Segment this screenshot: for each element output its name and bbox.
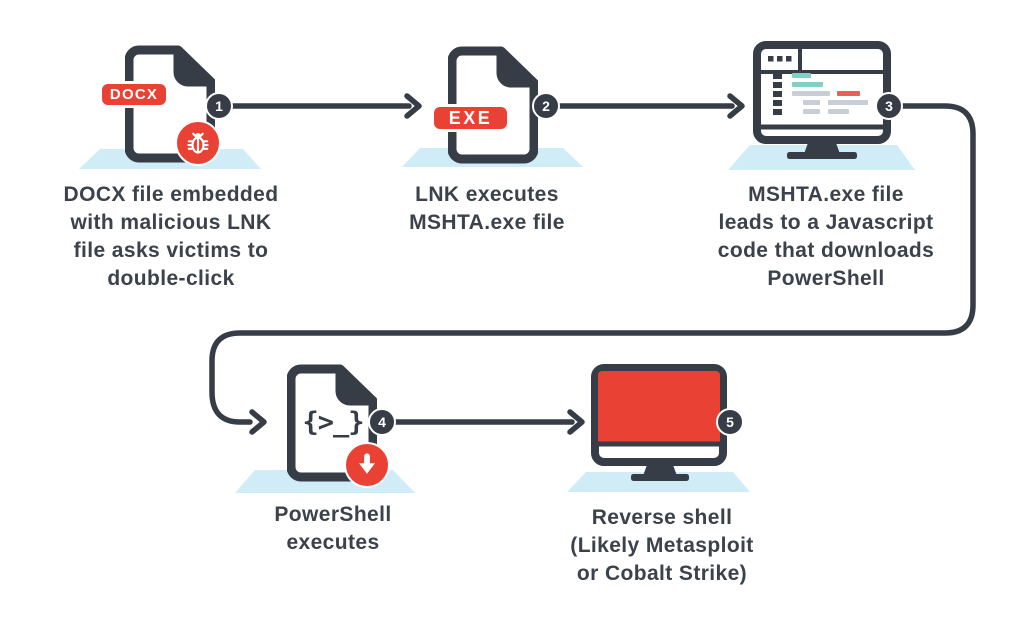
step-4-label: PowerShell executes [274, 503, 392, 554]
document-fold [496, 46, 538, 88]
step-1-number-badge: 1 [205, 92, 233, 120]
document-fold [173, 45, 215, 87]
code-line-bullets [773, 73, 782, 115]
arrowhead-3-4 [249, 409, 267, 435]
step-2-label: LNK executes MSHTA.exe file [409, 183, 565, 234]
shell-prompt-glyph: {>_} [302, 407, 364, 438]
shadow-step-5 [567, 472, 750, 492]
step-2-number-badge: 2 [532, 92, 560, 120]
step-4-number-badge: 4 [368, 408, 396, 436]
monitor-stand [804, 140, 840, 154]
red-screen-monitor-icon [591, 364, 727, 481]
arrowhead-2-3 [727, 93, 745, 119]
step-5-number-badge: 5 [716, 408, 744, 436]
exe-file-badge: EXE [431, 104, 510, 132]
step-3-number-badge: 3 [875, 92, 903, 120]
monitor-stand [643, 462, 677, 476]
malware-bug-badge [175, 120, 221, 166]
docx-file-badge: DOCX [99, 81, 169, 108]
code-lines [792, 73, 868, 114]
step-3-label: MSHTA.exe file leads to a Javascript cod… [717, 183, 935, 290]
connector-3-4-loop [209, 103, 976, 425]
arrowhead-1-2 [404, 93, 422, 119]
browser-menu-dots-icon [768, 56, 792, 62]
download-arrow-icon [359, 453, 375, 474]
step-1-label: DOCX file embedded with malicious LNK fi… [63, 183, 279, 290]
bug-icon [187, 132, 209, 154]
monitor-base [631, 474, 689, 481]
step-5-label: Reverse shell (Likely Metasploit or Coba… [570, 506, 754, 585]
browser-code-monitor-icon [753, 41, 891, 159]
red-screen [598, 371, 720, 444]
arrowhead-4-5 [567, 409, 585, 435]
download-badge [344, 442, 390, 488]
monitor-base [787, 152, 857, 159]
document-fold [335, 364, 377, 406]
